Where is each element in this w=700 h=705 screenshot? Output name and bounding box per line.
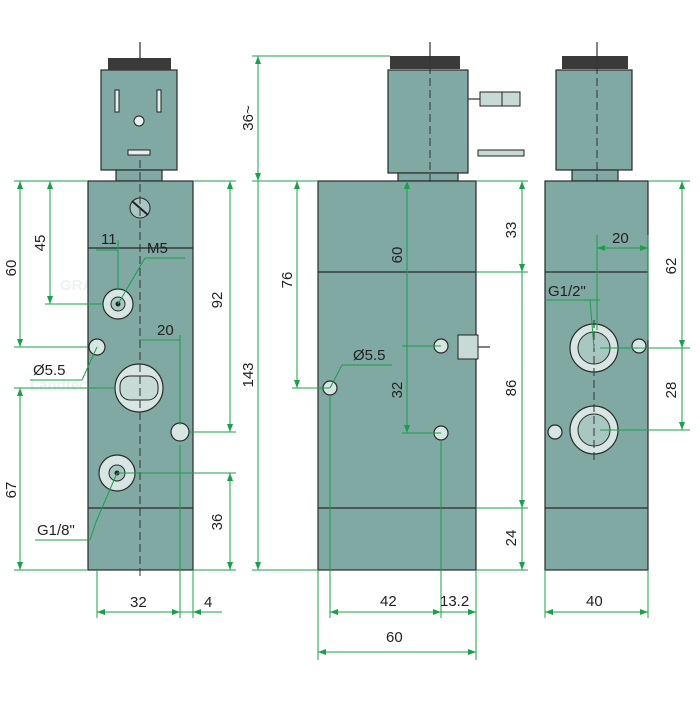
left-coil-knurl: [108, 58, 171, 70]
dim-mid-24: 24: [503, 530, 520, 547]
dim-left-60: 60: [3, 260, 20, 277]
dim-left-20: 20: [157, 322, 174, 339]
dim-right-62: 62: [663, 258, 680, 275]
left-dimensions: 60 45 11 M5 92 20 Ø5.5 67 36: [3, 180, 236, 618]
middle-coil: [387, 69, 469, 174]
label-left-d55: Ø5.5: [33, 362, 66, 379]
dim-left-92: 92: [209, 292, 226, 309]
right-coil-knurl: [562, 56, 628, 69]
label-m5: M5: [147, 240, 168, 257]
right-view: [544, 42, 649, 571]
dim-mid-13-2: 13.2: [440, 593, 469, 610]
right-coil: [555, 69, 633, 171]
dim-mid-36: 36~: [240, 105, 257, 131]
dim-right-40: 40: [586, 593, 603, 610]
label-g18: G1/8": [37, 522, 75, 539]
dim-left-11: 11: [101, 231, 117, 248]
dim-left-67: 67: [3, 482, 20, 499]
dim-mid-60v: 60: [389, 247, 406, 264]
dim-right-20: 20: [612, 230, 629, 247]
dimension-arrowheads: [17, 56, 685, 655]
middle-dimensions: 36~ 143 76 60 32 Ø5.5 33 86 24: [240, 55, 528, 660]
dim-left-32: 32: [130, 594, 147, 611]
dim-mid-143: 143: [240, 362, 257, 387]
middle-valve-body: [317, 180, 477, 571]
dim-right-28: 28: [663, 382, 680, 399]
dim-left-4: 4: [204, 594, 212, 611]
middle-coil-knurl: [390, 56, 460, 69]
left-view: [87, 42, 194, 580]
label-g12: G1/2": [548, 283, 586, 300]
dim-mid-76: 76: [279, 272, 296, 289]
dim-mid-32: 32: [389, 382, 406, 399]
dim-mid-33: 33: [503, 222, 520, 239]
dim-mid-60h: 60: [386, 629, 403, 646]
dim-left-36: 36: [209, 514, 226, 531]
label-mid-d55: Ø5.5: [353, 347, 386, 364]
right-dimensions: 20 62 28 G1/2" 40: [544, 180, 690, 618]
dim-left-45: 45: [32, 235, 49, 252]
dim-mid-86: 86: [503, 380, 520, 397]
middle-view: [317, 42, 525, 571]
dim-mid-42: 42: [380, 593, 397, 610]
